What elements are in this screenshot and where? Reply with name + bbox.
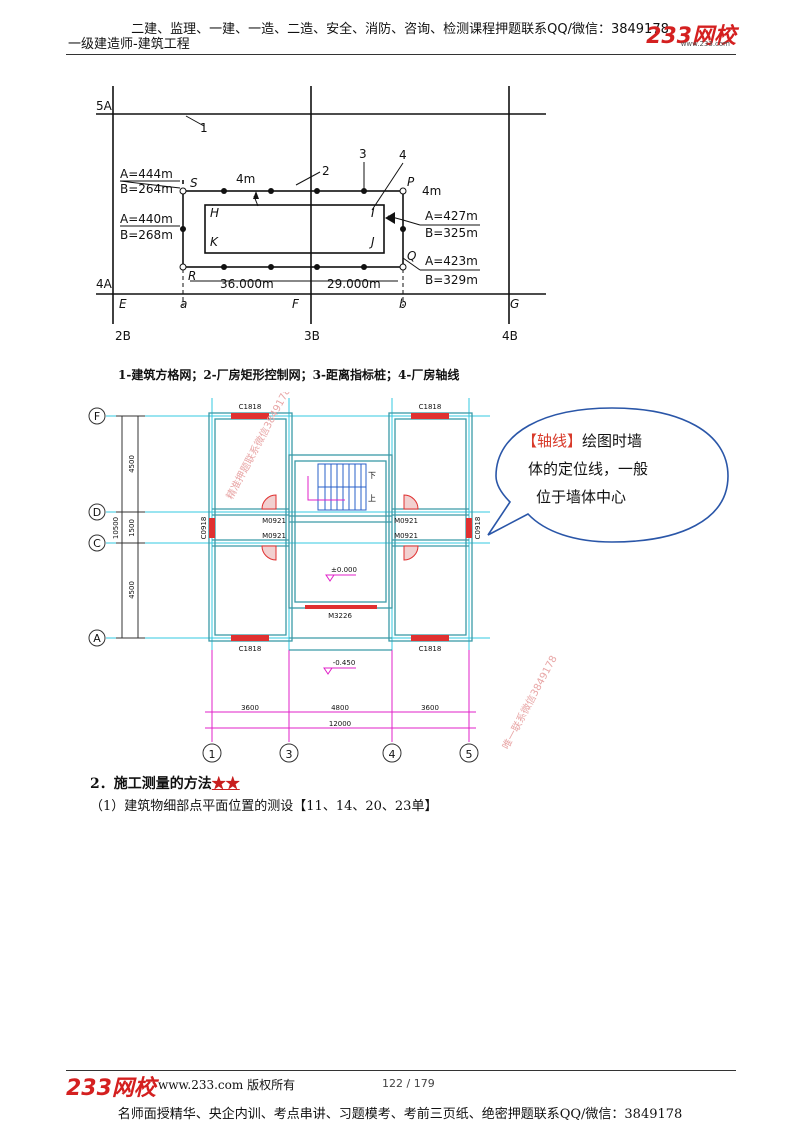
header-subtitle: 一级建造师-建筑工程	[68, 37, 190, 52]
door-label-4: M0921	[394, 532, 418, 540]
axis-C: C	[93, 537, 101, 550]
star-rating: ★★	[211, 776, 240, 792]
window-label-2: C1818	[419, 403, 442, 411]
window-label-5: C0918	[200, 517, 208, 540]
callout-line-3: 位于墙体中心	[536, 488, 626, 506]
label-2: 2	[322, 164, 330, 178]
label-b: b	[399, 297, 407, 311]
label-I: I	[371, 206, 375, 220]
stair-down-mark: 下	[368, 471, 376, 480]
axis-D: D	[93, 506, 101, 519]
window-label-4: C1818	[419, 645, 442, 653]
label-E: E	[119, 297, 127, 311]
callout-line-1: 【轴线】绘图时墙	[522, 432, 642, 450]
stair-up-mark: 上	[368, 494, 376, 503]
header-divider	[66, 54, 736, 55]
label-4A: 4A	[96, 277, 113, 291]
dim-10500: 10500	[112, 517, 120, 539]
label-a: a	[180, 297, 187, 311]
label-4m-right: 4m	[422, 184, 441, 198]
watermark-2: 唯一联系微信3849178	[499, 653, 560, 751]
dim-12000: 12000	[329, 720, 351, 728]
label-4m-top: 4m	[236, 172, 255, 186]
label-3: 3	[359, 147, 367, 161]
footer-bottom-line: 名师面授精华、央企内训、考点串讲、习题模考、考前三页纸、绝密押题联系QQ/微信：…	[117, 1107, 683, 1122]
axis-A: A	[93, 632, 101, 645]
section-subtitle: （1）建筑物细部点平面位置的测设【11、14、20、23单】	[90, 799, 438, 814]
label-Q-B: B=329m	[425, 273, 478, 287]
label-H: H	[210, 206, 219, 220]
label-R: R	[188, 269, 196, 283]
label-dist-36: 36.000m	[220, 277, 274, 291]
label-Q-A: A=423m	[425, 254, 478, 268]
label-H-A: A=440m	[120, 212, 173, 226]
footer-logo: 233网校	[66, 1076, 156, 1101]
label-P-B: B=325m	[425, 226, 478, 240]
header-logo-url: www.233.com	[680, 40, 730, 48]
header-top-line: 二建、监理、一建、一造、二造、安全、消防、咨询、检测课程押题联系QQ/微信：38…	[131, 22, 669, 37]
label-P-A: A=427m	[425, 209, 478, 223]
label-Q: Q	[407, 249, 416, 263]
label-S-A: A=444m	[120, 167, 173, 181]
axis-4: 4	[389, 748, 396, 761]
axis-F: F	[94, 410, 100, 423]
label-K: K	[210, 235, 219, 249]
dim-3600-right: 3600	[421, 704, 439, 712]
dim-4800: 4800	[331, 704, 349, 712]
label-3B: 3B	[304, 329, 320, 343]
door-label-5: M3226	[328, 612, 352, 620]
callout-line-2: 体的定位线，一般	[528, 460, 648, 478]
label-J: J	[369, 235, 375, 249]
door-label-3: M0921	[394, 517, 418, 525]
section-title: 2．施工测量的方法★★	[90, 776, 240, 792]
axis-5: 5	[466, 748, 473, 761]
figure1-caption: 1-建筑方格网；2-厂房矩形控制网；3-距离指标桩；4-厂房轴线	[118, 368, 460, 382]
label-dist-29: 29.000m	[327, 277, 381, 291]
label-S: S	[190, 176, 198, 190]
label-2B: 2B	[115, 329, 131, 343]
page-number: 122 / 179	[382, 1077, 435, 1090]
dim-4500-bottom: 4500	[128, 581, 136, 599]
label-S-B: B=264m	[120, 182, 173, 196]
dim-1500: 1500	[128, 519, 136, 537]
elevation-0: ±0.000	[331, 566, 357, 574]
label-G: G	[510, 297, 519, 311]
window-label-3: C1818	[239, 645, 262, 653]
label-4B: 4B	[502, 329, 518, 343]
floor-plan-diagram: 下 上 F D C A 1 3 4 5 3600 480	[88, 392, 729, 763]
footer-site: www.233.com 版权所有	[158, 1078, 296, 1092]
label-1: 1	[200, 121, 208, 135]
elevation-neg: -0.450	[333, 659, 356, 667]
header-logo: 233网校	[646, 24, 736, 49]
label-4: 4	[399, 148, 407, 162]
label-F: F	[292, 297, 300, 311]
footer-divider	[66, 1070, 736, 1071]
axis-1: 1	[209, 748, 216, 761]
label-H-B: B=268m	[120, 228, 173, 242]
label-P: P	[407, 175, 415, 189]
label-5A: 5A	[96, 99, 113, 113]
dim-3600-left: 3600	[241, 704, 259, 712]
door-label-1: M0921	[262, 517, 286, 525]
axis-3: 3	[286, 748, 293, 761]
dim-4500-top: 4500	[128, 455, 136, 473]
callout-bubble	[487, 407, 729, 543]
door-label-2: M0921	[262, 532, 286, 540]
survey-network-diagram: 5A 4A 2B 3B 4B 1 2 3 4 A=444m B=264m A=4…	[96, 86, 546, 343]
window-label-6: C0918	[474, 517, 482, 540]
window-label-1: C1818	[239, 403, 262, 411]
